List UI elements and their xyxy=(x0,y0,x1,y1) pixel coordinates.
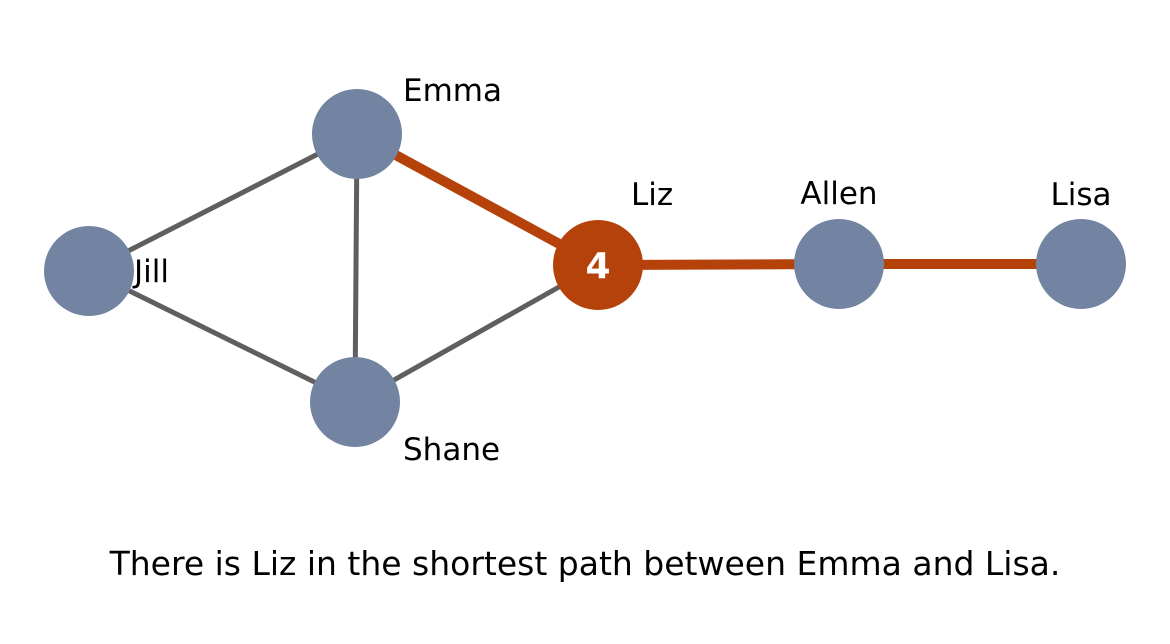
edge-shane-liz xyxy=(353,262,600,405)
node-emma xyxy=(312,89,402,179)
node-jill-label: Jill xyxy=(132,254,169,290)
node-allen xyxy=(794,219,884,309)
edge-jill-emma xyxy=(87,131,359,274)
edge-jill-shane xyxy=(87,268,357,405)
node-emma-label: Emma xyxy=(403,73,502,109)
node-shane-label: Shane xyxy=(403,432,500,468)
node-shane xyxy=(310,357,400,447)
node-liz-badge: 4 xyxy=(585,246,610,287)
edge-emma-liz xyxy=(354,129,601,270)
node-liz xyxy=(553,220,643,310)
node-jill xyxy=(44,226,134,316)
node-liz-label: Liz xyxy=(631,177,673,213)
caption: There is Liz in the shortest path betwee… xyxy=(109,544,1061,583)
nodes-layer: 4 xyxy=(44,89,1126,447)
node-lisa-label: Lisa xyxy=(1050,177,1111,213)
node-allen-label: Allen xyxy=(800,176,877,212)
node-lisa xyxy=(1036,219,1126,309)
